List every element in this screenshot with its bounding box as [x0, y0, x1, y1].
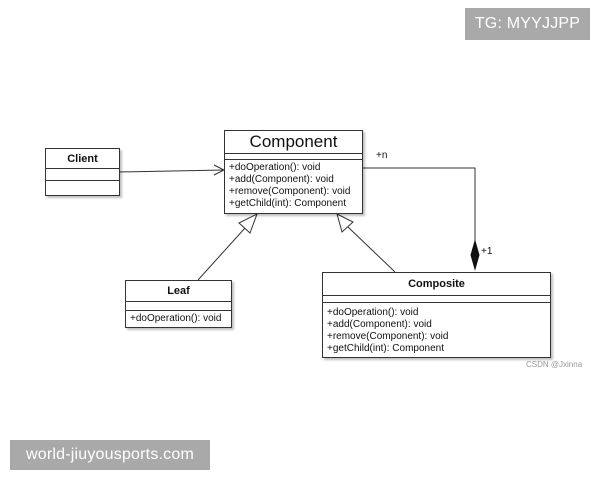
client-operations [46, 181, 119, 195]
watermark-text-top: TG: MYYJJPP [474, 15, 581, 32]
operation-item: +add(Component): void [229, 174, 334, 185]
multiplicity-one-label: +1 [481, 246, 493, 257]
operation-item: +doOperation(): void [130, 313, 222, 324]
leaf-operations: +doOperation(): void [126, 311, 231, 325]
leaf-generalization-triangle [238, 212, 258, 234]
operation-item: +add(Component): void [327, 319, 432, 330]
operation-item: +doOperation(): void [327, 307, 419, 318]
operation-item: +remove(Component): void [229, 186, 351, 197]
leaf-class-title: Leaf [126, 281, 231, 302]
composite-operations: +doOperation(): void +add(Component): vo… [323, 303, 550, 355]
watermark-badge-bottom: world-jiuyousports.com [10, 440, 210, 470]
watermark-text-bottom: world-jiuyousports.com [25, 446, 194, 463]
component-operations: +doOperation(): void +add(Component): vo… [225, 160, 362, 210]
operation-item: +doOperation(): void [229, 162, 321, 173]
operation-item: +getChild(int): Component [229, 198, 347, 209]
client-class[interactable]: Client [45, 148, 120, 196]
operation-item: +getChild(int): Component [327, 343, 445, 354]
composite-class-title: Composite [323, 273, 550, 296]
client-class-title: Client [46, 149, 119, 169]
composite-class[interactable]: Composite +doOperation(): void +add(Comp… [322, 272, 551, 358]
composition-line [362, 167, 476, 241]
leaf-class[interactable]: Leaf +doOperation(): void [125, 280, 232, 328]
component-class[interactable]: Component +doOperation(): void +add(Comp… [224, 130, 363, 214]
component-class-title: Component [225, 131, 362, 154]
leaf-attributes [126, 302, 231, 311]
leaf-generalization-line [197, 227, 246, 281]
composite-generalization-line [347, 226, 396, 273]
multiplicity-many-label: +n [376, 150, 388, 161]
component-attributes [225, 154, 362, 160]
watermark-badge-top: TG: MYYJJPP [465, 8, 590, 40]
association-line [117, 169, 225, 173]
operation-item: +remove(Component): void [327, 331, 449, 342]
composition-diamond [470, 239, 480, 271]
composite-attributes [323, 296, 550, 303]
credit-text: CSDN @Jxinna [526, 360, 583, 369]
client-attributes [46, 169, 119, 181]
composite-generalization-triangle [336, 213, 354, 233]
